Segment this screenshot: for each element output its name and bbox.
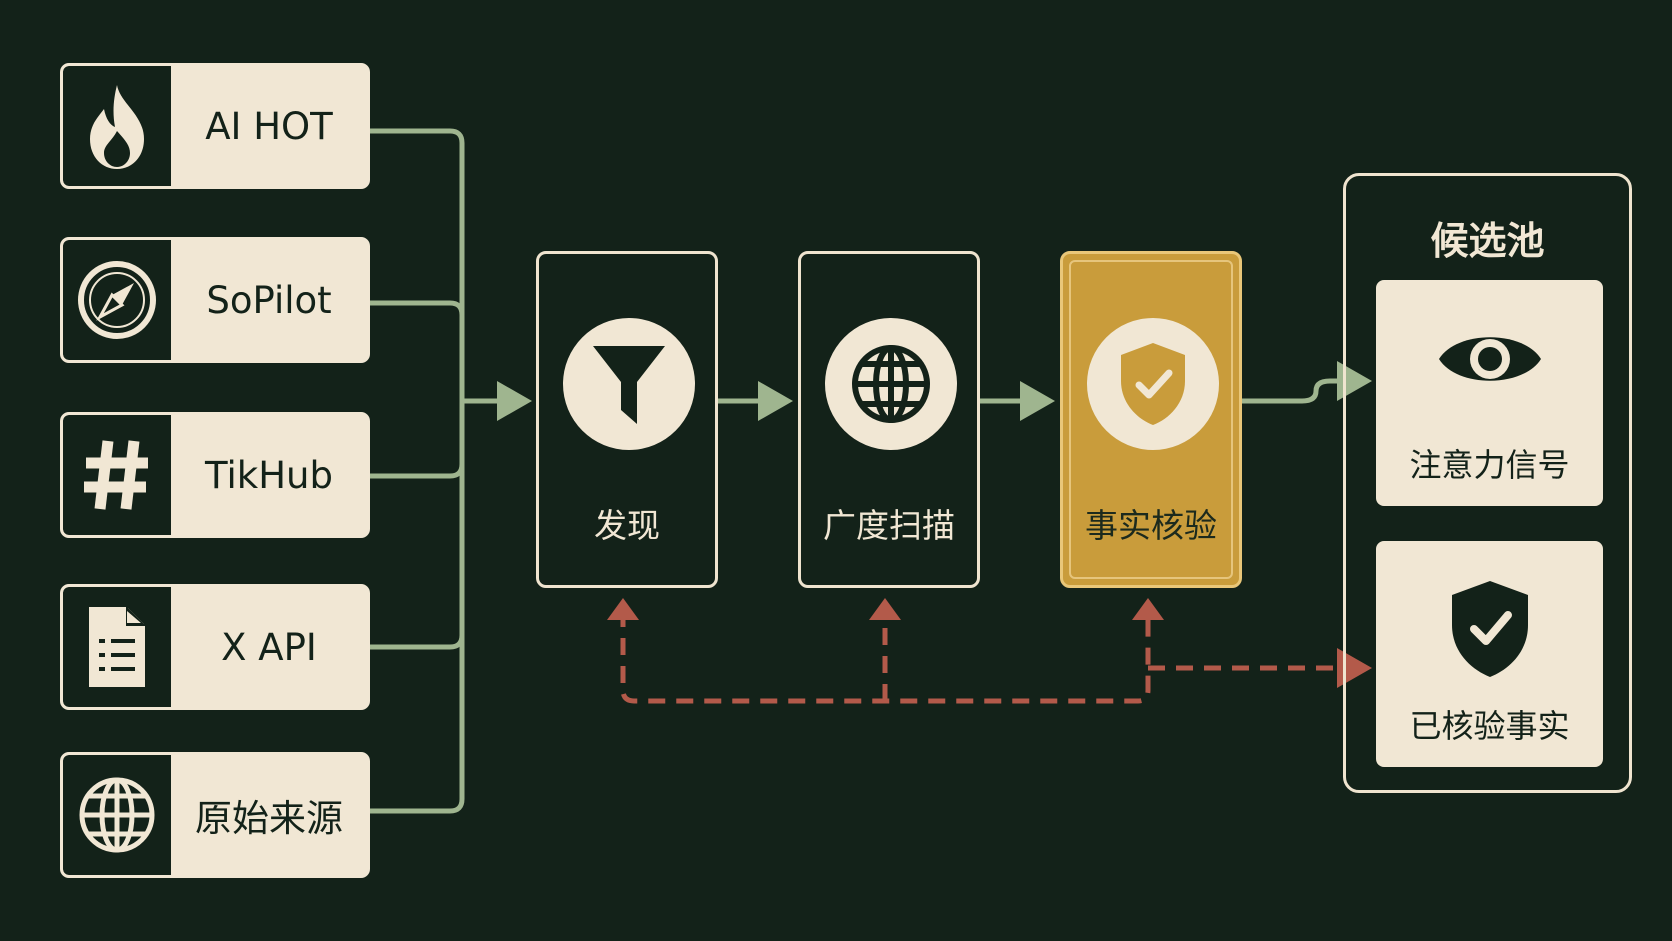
highlight-frame — [1069, 260, 1233, 579]
document-icon — [63, 587, 171, 707]
compass-icon — [63, 240, 171, 360]
source-card-tikhub: TikHub — [60, 412, 370, 538]
source-card-x-api: X API — [60, 584, 370, 710]
source-card-ai-hot: AI HOT — [60, 63, 370, 189]
connector-sopilot — [367, 300, 465, 318]
feedback-arrowhead-verify — [1132, 598, 1164, 620]
candidate-pool: 候选池 注意力信号 已核验事实 — [1343, 173, 1632, 793]
stage-label: 广度扫描 — [823, 506, 955, 545]
source-label: SoPilot — [206, 278, 332, 322]
filter-icon — [563, 318, 695, 450]
pool-title: 候选池 — [1430, 219, 1545, 263]
connector-x-api — [367, 632, 465, 650]
globe-icon — [825, 318, 957, 450]
pool-card-attention-signal: 注意力信号 — [1376, 280, 1603, 506]
stage-label: 事实核验 — [1085, 506, 1217, 545]
fire-icon — [63, 66, 171, 186]
feedback-arrowhead-scan — [869, 598, 901, 620]
pool-item-label: 已核验事实 — [1409, 707, 1570, 745]
stage-fact-check: 事实核验 — [1060, 251, 1242, 588]
shield-check-icon — [1087, 318, 1219, 450]
source-card-raw-source: 原始来源 — [60, 752, 370, 878]
pool-card-verified-facts: 已核验事实 — [1376, 541, 1603, 767]
stage-label: 发现 — [594, 506, 660, 545]
source-card-sopilot: SoPilot — [60, 237, 370, 363]
globe-icon — [63, 755, 171, 875]
hashtag-icon — [63, 415, 171, 535]
stage-broad-scan: 广度扫描 — [798, 251, 980, 588]
source-label: 原始来源 — [195, 797, 343, 840]
arrow-verify-to-pool — [1239, 361, 1372, 404]
source-label: TikHub — [205, 453, 333, 497]
eye-icon — [1376, 324, 1603, 394]
stage-discover: 发现 — [536, 251, 718, 588]
pool-item-label: 注意力信号 — [1409, 446, 1570, 484]
source-label: X API — [221, 625, 317, 669]
feedback-arrowhead-discover — [607, 598, 639, 620]
connector-tikhub — [367, 461, 465, 479]
connector-ai-hot — [367, 128, 465, 814]
shield-check-icon — [1376, 579, 1603, 679]
source-label: AI HOT — [205, 104, 333, 148]
